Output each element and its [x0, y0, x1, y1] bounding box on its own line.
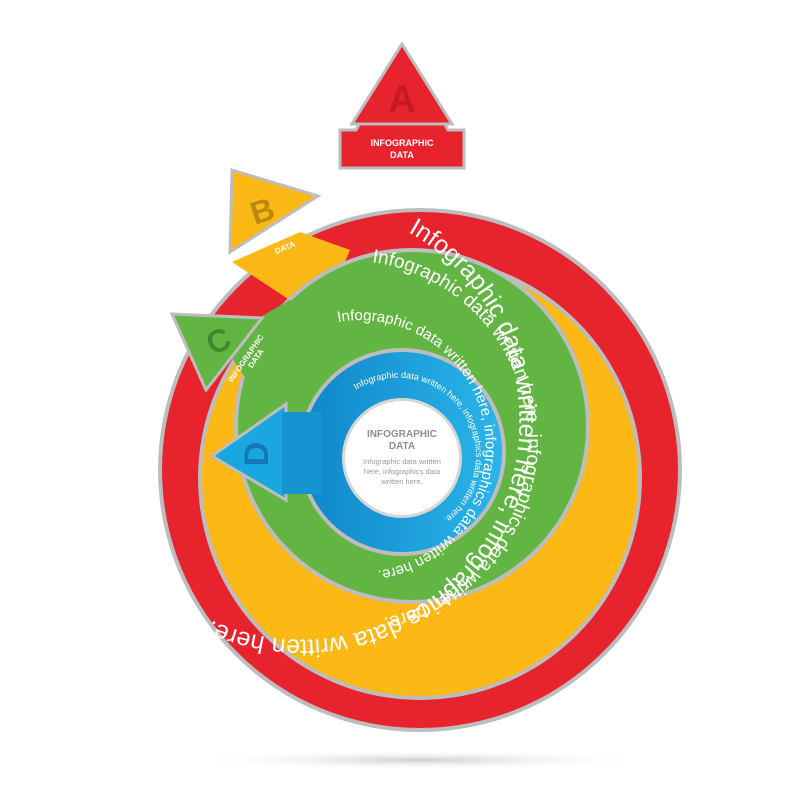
tab-b-triangle: [228, 167, 322, 255]
center-body-line3: written here.: [380, 477, 422, 486]
tab-a-letter: A: [388, 79, 415, 121]
center-body-line2: here, infographics data: [364, 467, 441, 476]
tab-a-triangle: [349, 41, 455, 126]
tab-a-caption-line1: INFOGRAPHIC: [371, 138, 435, 148]
center-title-line2: DATA: [389, 441, 415, 452]
center-title-line1: INFOGRAPHIC: [367, 429, 437, 440]
ring-d: [209, 348, 506, 556]
center-disc: [345, 401, 459, 515]
tab-c-triangle: [169, 312, 265, 393]
center-body-line1: Infographic data written: [363, 457, 441, 466]
tab-c-neck: [220, 300, 320, 400]
tab-a-caption-line2: DATA: [390, 150, 414, 160]
ground-shadow: [190, 750, 650, 770]
tab-d-neck: [282, 412, 322, 494]
tab-d-letter: D: [238, 442, 276, 467]
